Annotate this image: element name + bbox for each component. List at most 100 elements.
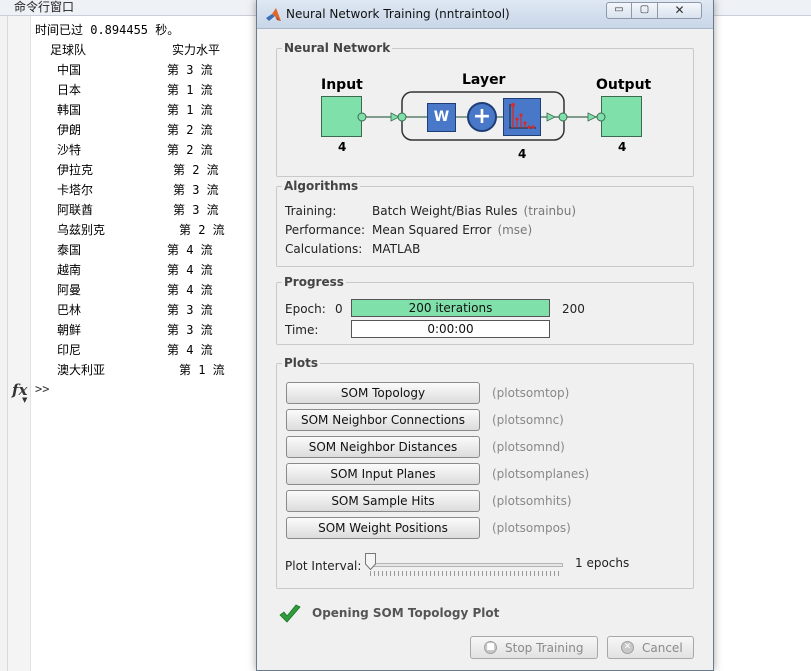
algorithm-value: MATLAB bbox=[372, 242, 421, 256]
stop-training-label: Stop Training bbox=[505, 641, 584, 655]
plot-function: (plotsomtop) bbox=[492, 386, 570, 400]
plot-interval-slider-ticks bbox=[370, 571, 562, 576]
team-level: 第 4 流 bbox=[167, 283, 213, 297]
weight-block: W bbox=[427, 103, 456, 132]
som-neighbor-distances-button[interactable]: SOM Neighbor Distances bbox=[286, 436, 480, 458]
team-name: 阿联酋 bbox=[57, 203, 94, 217]
command-window-gutter bbox=[8, 16, 31, 671]
epoch-label: Epoch: bbox=[285, 302, 326, 316]
input-node bbox=[321, 96, 362, 137]
algorithms-title: Algorithms bbox=[282, 179, 361, 193]
team-level: 第 1 流 bbox=[167, 83, 213, 97]
cancel-button[interactable]: ✕ Cancel bbox=[607, 636, 694, 659]
team-level: 第 1 流 bbox=[179, 363, 225, 377]
minimize-icon: ▭ bbox=[614, 4, 624, 15]
epoch-end: 200 bbox=[562, 302, 585, 316]
plot-interval-label: Plot Interval: bbox=[285, 559, 362, 573]
algorithm-function: (mse) bbox=[497, 223, 533, 237]
som-neighbor-connections-button[interactable]: SOM Neighbor Connections bbox=[286, 409, 480, 431]
algorithms-panel: Algorithms Training: Batch Weight/Bias Ru… bbox=[276, 179, 694, 267]
progress-title: Progress bbox=[282, 275, 346, 289]
checkmark-icon bbox=[279, 604, 301, 623]
team-level: 第 3 流 bbox=[173, 203, 219, 217]
output-size: 4 bbox=[618, 140, 627, 154]
som-input-planes-button[interactable]: SOM Input Planes bbox=[286, 463, 480, 485]
team-level: 第 3 流 bbox=[167, 323, 213, 337]
team-name: 卡塔尔 bbox=[57, 183, 94, 197]
competitive-transfer-icon bbox=[503, 98, 541, 136]
close-icon: ✕ bbox=[674, 3, 685, 17]
algorithm-function: (trainbu) bbox=[523, 204, 577, 218]
team-name: 中国 bbox=[57, 63, 82, 77]
epoch-start: 0 bbox=[335, 302, 343, 316]
team-level: 第 2 流 bbox=[167, 123, 213, 137]
team-name: 阿曼 bbox=[57, 283, 82, 297]
algorithm-performance-row: Performance: Mean Squared Error (mse) bbox=[285, 223, 532, 237]
header-level: 实力水平 bbox=[172, 43, 221, 57]
team-level: 第 2 流 bbox=[167, 143, 213, 157]
plots-panel: Plots bbox=[276, 356, 694, 589]
minimize-button[interactable]: ▭ bbox=[606, 2, 632, 19]
time-text: 0:00:00 bbox=[427, 322, 474, 336]
plot-interval-slider-thumb[interactable] bbox=[365, 553, 376, 570]
som-weight-positions-button[interactable]: SOM Weight Positions bbox=[286, 517, 480, 539]
team-name: 印尼 bbox=[57, 343, 82, 357]
team-name: 朝鲜 bbox=[57, 323, 82, 337]
algorithm-value: Mean Squared Error bbox=[372, 223, 492, 237]
epoch-progress-text: 200 iterations bbox=[408, 301, 493, 315]
epoch-progress-fill bbox=[352, 300, 549, 316]
algorithm-key: Training: bbox=[285, 204, 337, 218]
team-name: 巴林 bbox=[57, 303, 82, 317]
sum-junction: + bbox=[467, 102, 497, 132]
input-size: 4 bbox=[338, 140, 347, 154]
layer-size: 4 bbox=[518, 147, 527, 161]
command-prompt[interactable]: >> bbox=[35, 382, 50, 396]
time-display: 0:00:00 bbox=[351, 320, 550, 338]
team-name: 澳大利亚 bbox=[57, 363, 106, 377]
team-name: 韩国 bbox=[57, 103, 82, 117]
team-level: 第 1 流 bbox=[167, 103, 213, 117]
team-name: 越南 bbox=[57, 263, 82, 277]
matlab-logo-icon bbox=[266, 8, 281, 21]
team-name: 伊拉克 bbox=[57, 163, 94, 177]
team-name: 日本 bbox=[57, 83, 82, 97]
team-level: 第 3 流 bbox=[173, 183, 219, 197]
plots-title: Plots bbox=[282, 356, 321, 370]
stop-training-button[interactable]: ■ Stop Training bbox=[470, 636, 598, 659]
left-panel-edge bbox=[0, 16, 8, 671]
algorithm-key: Performance: bbox=[285, 223, 366, 237]
plot-interval-slider-track[interactable] bbox=[368, 563, 563, 567]
team-level: 第 4 流 bbox=[167, 343, 213, 357]
neural-network-panel: Neural Network bbox=[276, 41, 694, 177]
neural-network-title: Neural Network bbox=[282, 41, 393, 55]
status-message: Opening SOM Topology Plot bbox=[312, 606, 500, 620]
plot-interval-value: 1 epochs bbox=[575, 556, 630, 570]
algorithm-training-row: Training: Batch Weight/Bias Rules (trainbu… bbox=[285, 204, 576, 218]
epoch-progress-bar: 200 iterations bbox=[351, 299, 550, 317]
team-level: 第 4 流 bbox=[167, 263, 213, 277]
plot-function: (plotsomnd) bbox=[492, 440, 565, 454]
layer-label: Layer bbox=[462, 72, 506, 88]
plot-function: (plotsomhits) bbox=[492, 494, 572, 508]
maximize-icon: ▢ bbox=[639, 4, 650, 15]
team-level: 第 3 流 bbox=[167, 63, 213, 77]
elapsed-time-line: 时间已过 0.894455 秒。 bbox=[35, 23, 180, 37]
maximize-button[interactable]: ▢ bbox=[632, 2, 658, 19]
close-button[interactable]: ✕ bbox=[658, 2, 702, 19]
progress-panel: Progress bbox=[276, 275, 694, 345]
som-sample-hits-button[interactable]: SOM Sample Hits bbox=[286, 490, 480, 512]
time-label: Time: bbox=[285, 323, 319, 337]
algorithm-calculations-row: Calculations:MATLAB bbox=[285, 242, 420, 256]
team-name: 乌兹别克 bbox=[57, 223, 106, 237]
cancel-label: Cancel bbox=[642, 641, 683, 655]
som-topology-button[interactable]: SOM Topology bbox=[286, 382, 480, 404]
function-browser-icon[interactable]: fx bbox=[12, 381, 28, 399]
team-name: 伊朗 bbox=[57, 123, 82, 137]
team-name: 沙特 bbox=[57, 143, 82, 157]
window-titlebar[interactable]: Neural Network Training (nntraintool) ▭ … bbox=[257, 0, 713, 29]
team-level: 第 3 流 bbox=[167, 303, 213, 317]
header-team: 足球队 bbox=[50, 43, 87, 57]
team-level: 第 4 流 bbox=[167, 243, 213, 257]
algorithm-value: Batch Weight/Bias Rules bbox=[372, 204, 518, 218]
team-name: 泰国 bbox=[57, 243, 82, 257]
